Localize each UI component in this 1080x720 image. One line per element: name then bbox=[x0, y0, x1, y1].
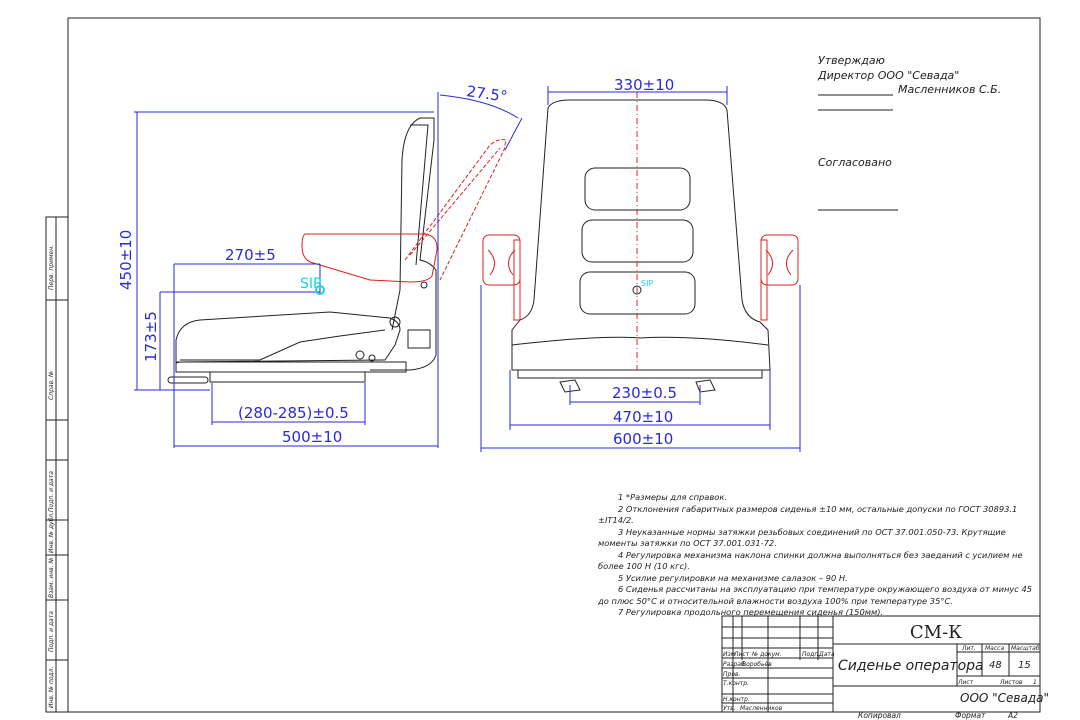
title-block: Изм Лист № докум. Подп. Дата Разраб. Вор… bbox=[721, 615, 1049, 720]
note-item: 1 *Размеры для справок. bbox=[618, 492, 728, 502]
copied-label: Копировал bbox=[858, 711, 901, 720]
dim-depth-total: 500±10 bbox=[282, 428, 342, 446]
col-date: Дата bbox=[818, 651, 835, 658]
note-item: 2 Отклонения габаритных размеров сиденья… bbox=[598, 503, 1018, 526]
note-item: 4 Регулировка механизма наклона спинки д… bbox=[598, 549, 1023, 572]
armrest-left bbox=[482, 234, 521, 321]
stamp-label: Взам. инв. № bbox=[48, 557, 55, 598]
approve-label: Утверждаю bbox=[818, 54, 885, 67]
stamp-label: Перв. примен. bbox=[48, 245, 55, 290]
format-label: Формат bbox=[955, 711, 986, 720]
signer-name: Масленников С.Б. bbox=[898, 83, 1001, 96]
scale-value: 15 bbox=[1018, 660, 1031, 671]
sip-point-icon bbox=[315, 285, 325, 295]
scale-label: Масштаб bbox=[1011, 645, 1040, 652]
stamp-label: Инв. № дубл. bbox=[48, 512, 55, 553]
utv-label: Утв. bbox=[723, 705, 736, 712]
stamp-label: Справ. № bbox=[48, 371, 55, 400]
approval-block: Утверждаю Директор ООО "Севада" Масленни… bbox=[817, 54, 1001, 211]
prov-label: Пров. bbox=[723, 671, 741, 678]
dim-sip-horizontal: 270±5 bbox=[225, 246, 276, 264]
seat-side-view: SIP 450±10 173±5 270±5 (280-285)±0.5 500… bbox=[117, 82, 523, 448]
dim-rail-mount: (280-285)±0.5 bbox=[238, 404, 349, 422]
lit-label: Лит. bbox=[961, 645, 976, 652]
col-doc: № докум. bbox=[751, 651, 782, 658]
col-list: Лист bbox=[733, 651, 750, 658]
tkontr-label: Т.контр. bbox=[723, 680, 749, 687]
designation: СМ-К bbox=[910, 622, 962, 643]
dim-width-total: 600±10 bbox=[613, 430, 673, 448]
director-label: Директор ООО "Севада" bbox=[817, 69, 959, 82]
stamp-label: Подп. и дата bbox=[48, 471, 55, 512]
armrest-right bbox=[760, 234, 799, 321]
col-sign: Подп. bbox=[802, 651, 820, 658]
product-name: Сиденье оператора bbox=[838, 658, 984, 674]
dim-backrest-angle: 27.5° bbox=[465, 82, 508, 106]
sip-label-front: SIP bbox=[641, 279, 653, 288]
sheets-count: 1 bbox=[1033, 679, 1037, 686]
technical-notes: 1 *Размеры для справок. 2 Отклонения габ… bbox=[598, 492, 1038, 619]
utv-name: Масленников bbox=[740, 705, 783, 712]
col-izm: Изм bbox=[723, 651, 736, 658]
nkontr-label: Н.контр. bbox=[723, 696, 750, 703]
dim-mount-width: 230±0.5 bbox=[612, 384, 677, 402]
note-item: 7 Регулировка продольного перемещения си… bbox=[618, 607, 884, 617]
dim-backrest-width: 330±10 bbox=[614, 76, 674, 94]
seat-front-view: SIP 330±10 230±0.5 470±10 600±10 bbox=[480, 76, 801, 452]
note-item: 5 Усилие регулировки на механизме салазо… bbox=[618, 572, 848, 583]
note-item: 6 Сиденья рассчитаны на эксплуатацию при… bbox=[598, 584, 1033, 606]
sheets-label: Листов bbox=[999, 679, 1023, 686]
side-stamp-columns: Перв. примен. Справ. № Подп. и дата Инв.… bbox=[45, 216, 69, 713]
dim-sip-height: 173±5 bbox=[142, 311, 160, 362]
stamp-label: Подп. и дата bbox=[48, 611, 55, 652]
sip-label: SIP bbox=[300, 276, 321, 292]
dim-base-width: 470±10 bbox=[613, 408, 673, 426]
format-value: A2 bbox=[1007, 711, 1018, 720]
agreed-label: Согласовано bbox=[818, 156, 892, 169]
note-item: 3 Неуказанные нормы затяжки резьбовых со… bbox=[598, 526, 1006, 549]
company-name: ООО "Севада" bbox=[960, 691, 1049, 705]
sheet-label: Лист bbox=[957, 679, 974, 686]
razrab-name: Воробьёв bbox=[742, 661, 772, 668]
razrab-label: Разраб. bbox=[723, 661, 747, 668]
dim-height-total: 450±10 bbox=[117, 230, 135, 290]
mass-label: Масса bbox=[985, 645, 1004, 652]
mass-value: 48 bbox=[989, 660, 1002, 671]
stamp-label: Инв. № подл. bbox=[48, 667, 55, 708]
